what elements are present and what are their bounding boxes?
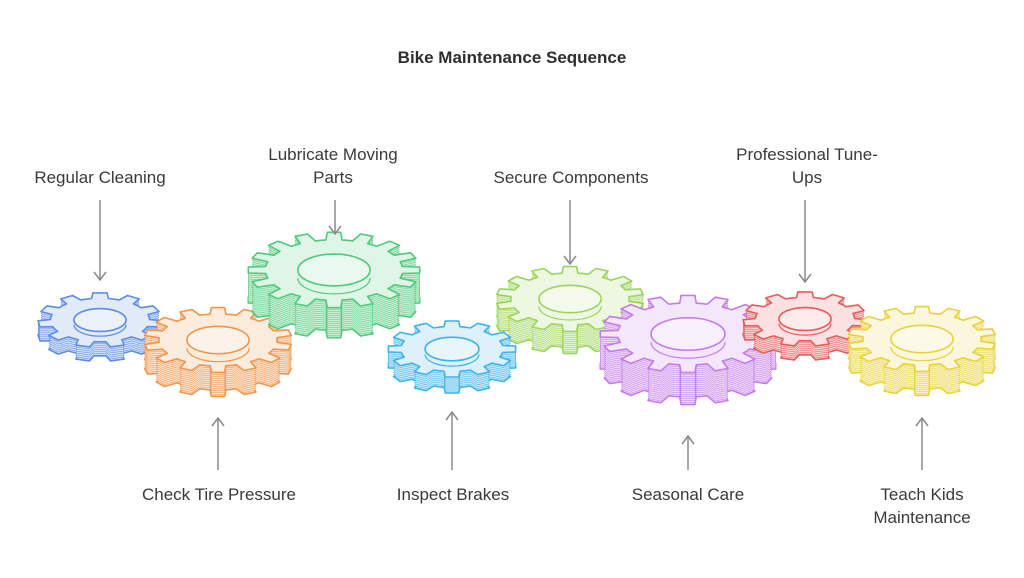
- label-inspect-brakes: Inspect Brakes: [396, 485, 510, 504]
- arrow-regular-cleaning: [93, 200, 107, 282]
- diagram-title: Bike Maintenance Sequence: [397, 48, 627, 67]
- gear-professional-tune-ups: [599, 294, 777, 406]
- label-lubricate-moving-parts: Lubricate Moving Parts: [268, 145, 398, 187]
- gear-lubricate-moving-parts: [495, 265, 645, 355]
- arrow-secure-components: [563, 200, 577, 266]
- arrow-teach-kids-maintenance: [915, 416, 929, 470]
- arrow-lubricate-moving-parts: [328, 200, 342, 236]
- arrow-professional-tune-ups: [798, 200, 812, 284]
- label-seasonal-care: Seasonal Care: [631, 485, 745, 504]
- label-regular-cleaning: Regular Cleaning: [34, 168, 166, 187]
- arrow-seasonal-care: [681, 434, 695, 470]
- label-secure-components: Secure Components: [493, 168, 649, 187]
- gear-regular-cleaning: [37, 292, 163, 362]
- gear-secure-components: [143, 306, 293, 398]
- arrow-inspect-brakes: [445, 410, 459, 470]
- label-professional-tune-ups: Professional Tune- Ups: [736, 145, 878, 187]
- label-check-tire-pressure: Check Tire Pressure: [142, 485, 296, 504]
- gear-check-tire-pressure: [247, 231, 421, 339]
- gear-teach-kids-maintenance: [847, 305, 997, 397]
- gear-inspect-brakes: [742, 291, 868, 361]
- gear-seasonal-care: [387, 320, 517, 394]
- label-teach-kids-maintenance: Teach Kids Maintenance: [873, 485, 971, 527]
- arrow-check-tire-pressure: [211, 416, 225, 470]
